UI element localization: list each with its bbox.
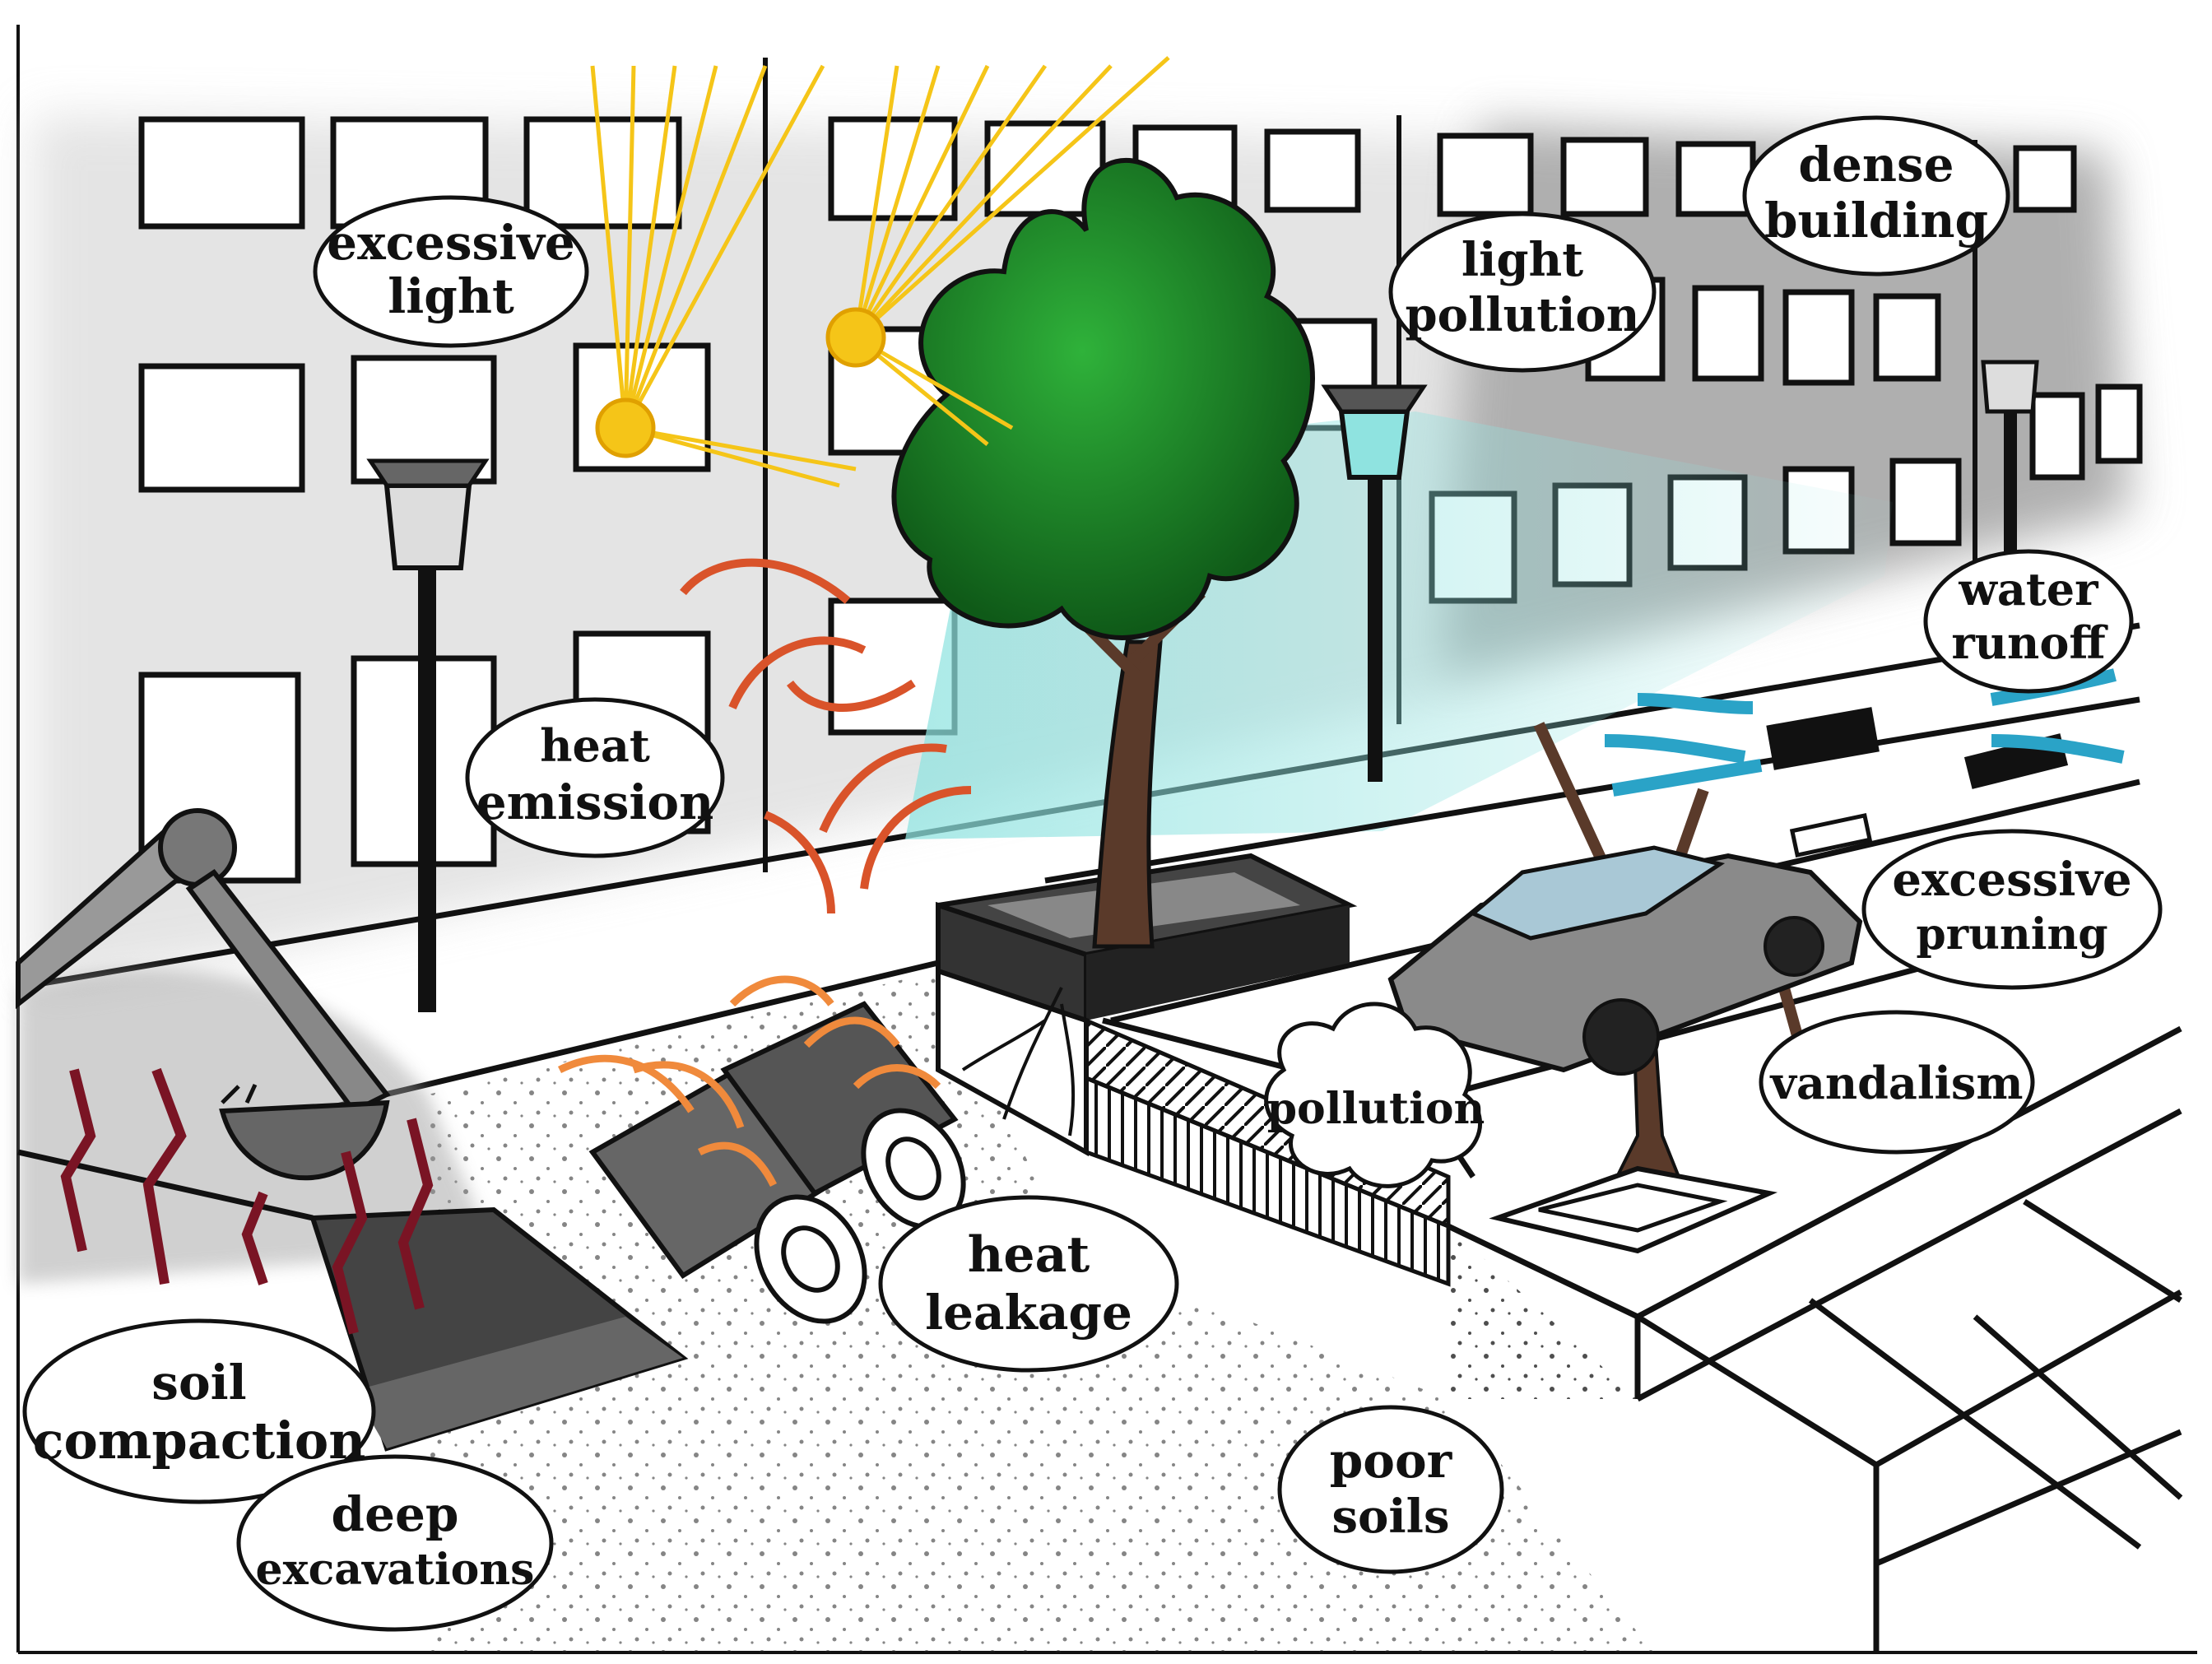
street-lamp-left (366, 458, 490, 1012)
label-deep-excavations-line1: deep (332, 1486, 459, 1542)
label-dense-building: dense building (1742, 115, 2010, 277)
label-soil-compaction-line2: compaction (33, 1411, 366, 1471)
label-excessive-light-line2: light (388, 268, 514, 324)
label-vandalism-text: vandalism (1770, 1057, 2024, 1109)
label-soil-compaction-line1: soil (151, 1355, 246, 1411)
label-water-runoff-line2: runoff (1951, 616, 2108, 669)
street-lamp-right (1981, 360, 2039, 551)
car (1387, 845, 1863, 1076)
label-soil-compaction: soil compaction (22, 1318, 376, 1504)
heat-pipes (588, 1001, 966, 1324)
label-vandalism: vandalism (1759, 1010, 2035, 1155)
label-dense-building-line1: dense (1798, 137, 1954, 193)
label-excessive-light: excessive light (313, 195, 589, 348)
heat-leakage-arrows (557, 975, 941, 1188)
sun-rays (590, 56, 1170, 488)
label-light-pollution-line1: light (1462, 233, 1583, 287)
storm-drain (1766, 707, 1880, 770)
label-excessive-light-line1: excessive (327, 215, 575, 271)
label-heat-emission: heat emission (465, 697, 725, 858)
label-pollution: pollution (1267, 1084, 1485, 1134)
label-heat-leakage-line2: leakage (925, 1285, 1132, 1341)
label-light-pollution: light pollution (1388, 211, 1657, 373)
label-excessive-pruning-line1: excessive (1892, 853, 2131, 907)
label-deep-excavations-line2: excavations (256, 1545, 535, 1595)
excavator-arm (16, 808, 391, 1181)
label-poor-soils-line1: poor (1330, 1433, 1453, 1489)
label-water-runoff: water runoff (1923, 549, 2134, 694)
label-poor-soils: poor soils (1277, 1405, 1504, 1574)
label-excessive-pruning-line2: pruning (1916, 909, 2107, 960)
label-deep-excavations: deep excavations (236, 1454, 554, 1632)
street-lamp-middle (1321, 384, 1428, 782)
label-heat-emission-line1: heat (540, 719, 650, 772)
label-excessive-pruning: excessive pruning (1861, 829, 2163, 990)
label-heat-emission-line2: emission (476, 774, 714, 830)
label-water-runoff-line1: water (1958, 563, 2098, 616)
healthy-tree (891, 157, 1315, 949)
label-pollution-text: pollution (1267, 1084, 1485, 1134)
label-heat-leakage-line1: heat (968, 1226, 1090, 1284)
label-light-pollution-line2: pollution (1406, 288, 1640, 342)
pollution-cloud (1264, 1002, 1482, 1188)
heat-emission-arrows (680, 558, 972, 914)
label-poor-soils-line2: soils (1332, 1490, 1450, 1544)
label-heat-leakage: heat leakage (878, 1195, 1179, 1373)
label-dense-building-line2: building (1764, 193, 1988, 249)
soil-compaction-arrows (60, 1067, 434, 1335)
